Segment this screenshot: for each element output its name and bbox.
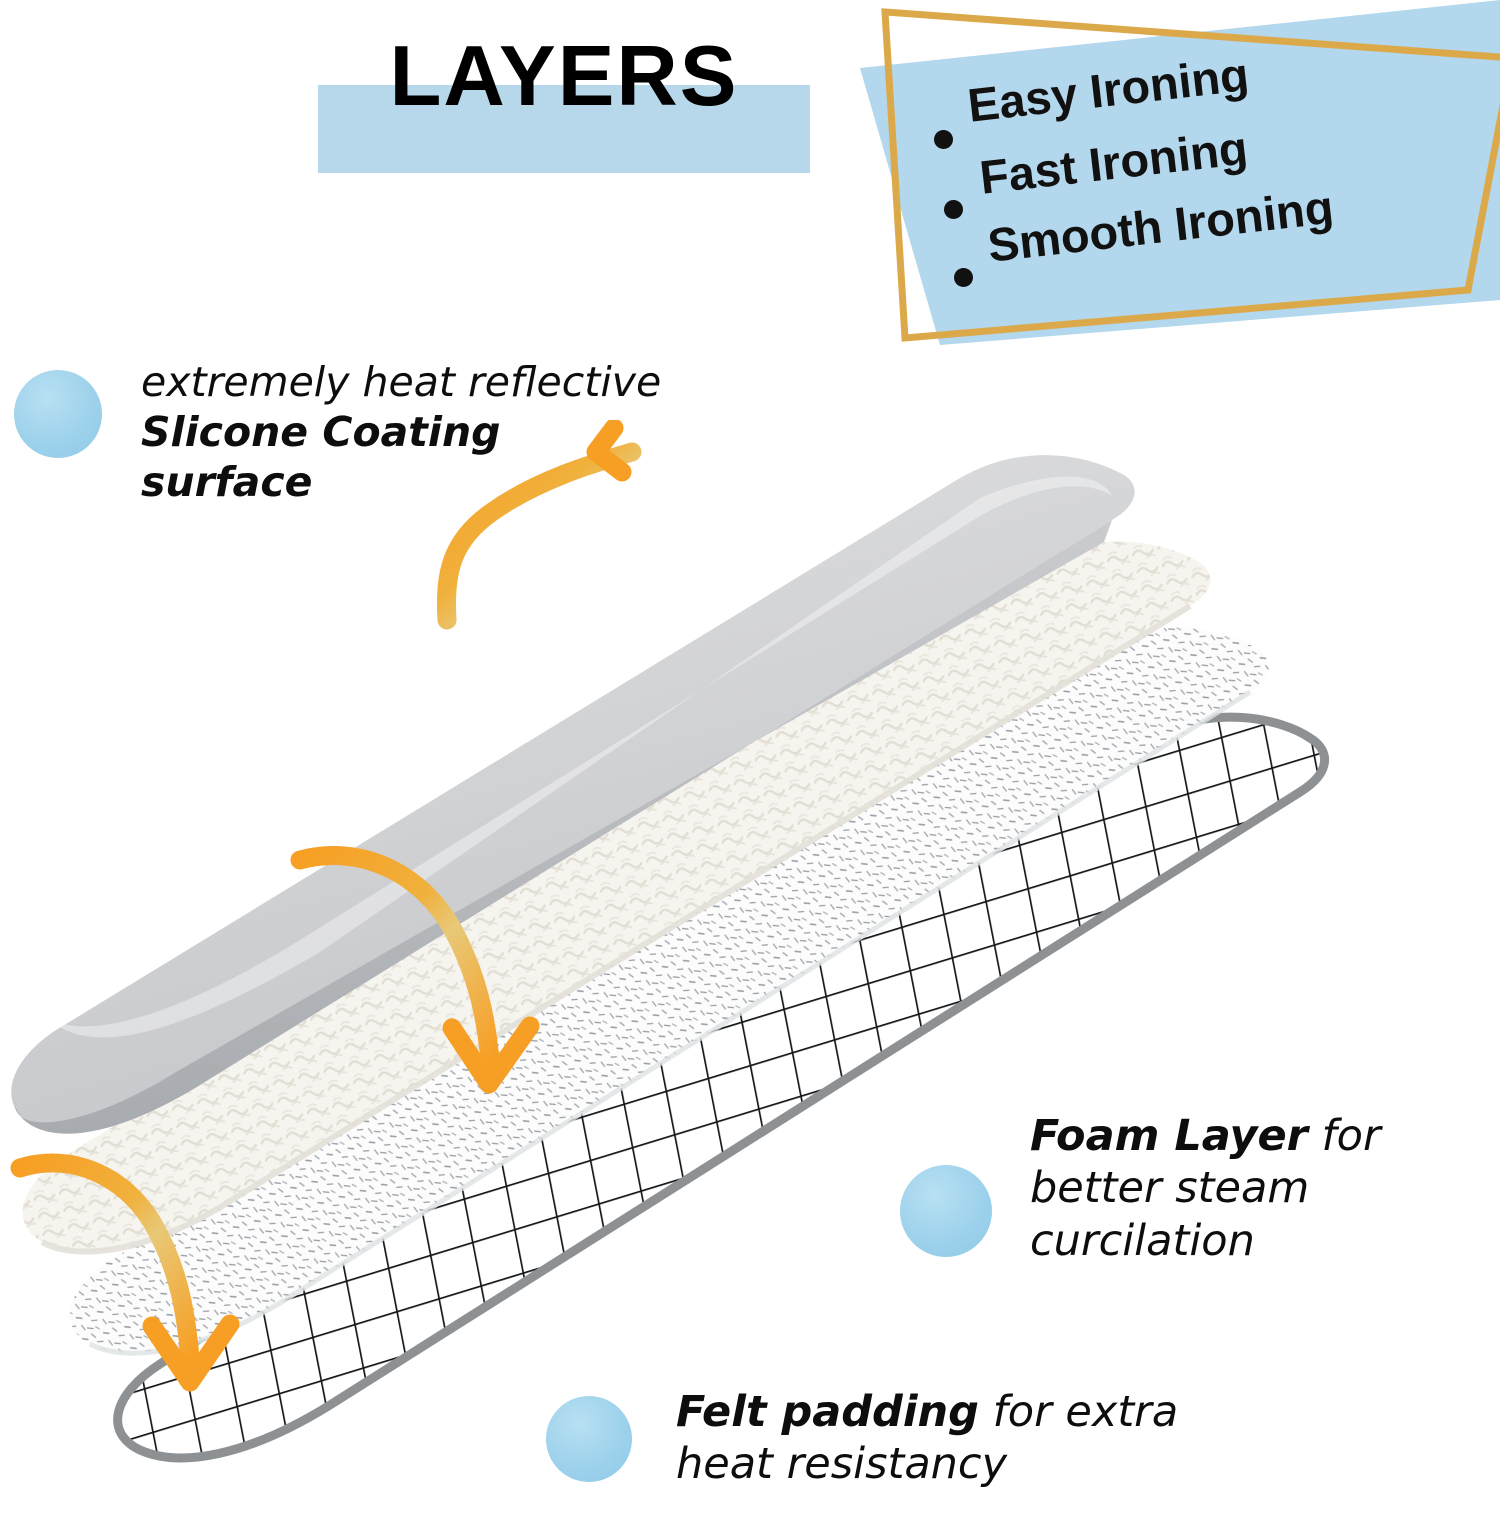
title-highlight-bar	[318, 85, 810, 173]
benefits-gold-outline	[881, 8, 1500, 342]
exploded-layers-diagram	[10, 420, 1329, 1463]
arrow-to-silicone-head	[586, 420, 632, 482]
callout-silicone-line2: Slicone Coating surface	[141, 408, 501, 507]
arrow-to-felt-head	[142, 1314, 240, 1392]
callout-text-felt: Felt padding for extra heat resistancy	[676, 1386, 1196, 1491]
felt-padding-layer	[22, 541, 1211, 1255]
callout-dot-felt	[546, 1396, 632, 1482]
callout-foam-bold: Foam Layer	[1030, 1111, 1308, 1161]
benefit-bullet-2	[944, 200, 963, 219]
arrow-to-felt-body	[10, 1153, 200, 1368]
callout-felt-bold: Felt padding	[676, 1387, 979, 1437]
callout-text-silicone: extremely heat reflective Slicone Coatin…	[141, 357, 681, 507]
arrow-to-felt	[10, 1153, 240, 1392]
benefits-blue-panel	[860, 0, 1500, 345]
callout-felt-padding: Felt padding for extra heat resistancy	[538, 1387, 1198, 1532]
callout-text-foam: Foam Layer for better steam curcilation	[1030, 1110, 1400, 1267]
arrow-to-foam-head	[442, 1016, 540, 1094]
callout-silicone-coating: extremely heat reflective Slicone Coatin…	[6, 358, 706, 506]
benefits-banner-shapes	[860, 0, 1500, 345]
silicone-layer-shape	[11, 455, 1135, 1134]
page-title: LAYERS	[389, 29, 739, 124]
benefit-bullet-3	[954, 268, 973, 287]
callout-dot-silicone	[14, 370, 102, 458]
arrow-to-foam	[290, 846, 540, 1094]
felt-layer-shape	[22, 541, 1211, 1252]
arrow-to-silicone	[436, 420, 642, 630]
arrow-to-silicone-body	[436, 442, 642, 630]
callout-dot-foam	[900, 1165, 992, 1257]
callout-foam-regular: for better steam curcilation	[1030, 1111, 1381, 1266]
infographic-canvas: LAYERS Easy Ironing Fast Ironing Smooth …	[0, 0, 1500, 1500]
product-illustration	[0, 420, 1400, 1500]
arrow-to-foam-body	[290, 846, 500, 1070]
foam-layer-texture	[69, 627, 1269, 1354]
callout-silicone-line1: extremely heat reflective	[141, 358, 662, 406]
silicone-coating-layer	[11, 455, 1135, 1134]
felt-layer-edge-shadow	[40, 603, 1192, 1255]
callout-felt-regular: for extra heat resistancy	[676, 1387, 1179, 1490]
callout-foam-layer: Foam Layer for better steam curcilation	[890, 1110, 1390, 1310]
benefits-banner: Easy Ironing Fast Ironing Smooth Ironing	[840, 0, 1500, 360]
benefit-bullet-1	[934, 130, 953, 149]
